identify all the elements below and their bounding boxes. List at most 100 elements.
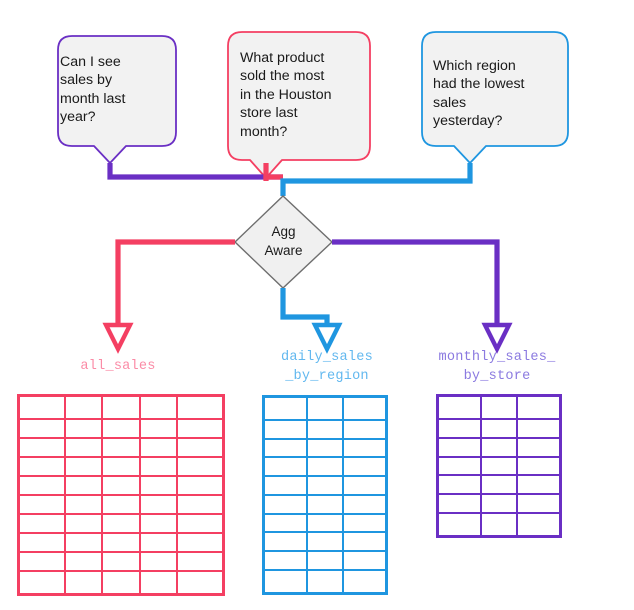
table-row [437, 494, 561, 514]
table-cell [65, 513, 104, 534]
table-row [18, 395, 224, 421]
table-row [263, 532, 387, 553]
table-row [263, 551, 387, 571]
table-cell [18, 494, 67, 515]
table-row [437, 395, 561, 420]
table-cell [516, 419, 561, 439]
table-row [18, 419, 224, 440]
table-cell [342, 438, 387, 459]
table-grid-all-sales [17, 394, 225, 596]
table-cell [102, 532, 141, 553]
table-cell [18, 476, 67, 496]
table-cell [437, 494, 483, 514]
table-cell [65, 457, 104, 477]
table-cell [437, 456, 483, 477]
table-cell [342, 419, 387, 440]
table-cell [139, 457, 178, 477]
table-label-all-sales: all_sales [80, 359, 156, 374]
arrowhead-daily-sales [311, 322, 343, 354]
table-cell [342, 494, 387, 515]
speech-bubble-monthly-shape [57, 35, 177, 164]
table-cell [263, 419, 309, 440]
table-cell [263, 569, 309, 594]
table-cell [481, 395, 518, 420]
table-cell [176, 570, 224, 595]
table-cell [176, 532, 224, 553]
table-cell [139, 476, 178, 496]
table-row [263, 419, 387, 440]
connector-question-monthly-to-router [107, 163, 283, 180]
table-cell [139, 438, 178, 459]
table-cell [65, 551, 104, 572]
table-cell [263, 551, 309, 571]
table-cell [307, 513, 344, 534]
table-row [263, 513, 387, 534]
table-cell [18, 438, 67, 459]
table-cell [176, 419, 224, 440]
table-row [18, 532, 224, 553]
table-cell [516, 494, 561, 514]
table-cell [18, 513, 67, 534]
table-cell [307, 438, 344, 459]
table-label-monthly-sales-by-store: monthly_sales_ by_store [438, 350, 556, 384]
table-cell [437, 437, 483, 458]
table-row [437, 419, 561, 439]
table-cell [65, 395, 104, 421]
table-cell [65, 570, 104, 595]
speech-bubble-product-shape [227, 31, 371, 179]
table-grid-monthly-sales-by-store [436, 394, 562, 538]
table-cell [139, 532, 178, 553]
table-cell [307, 494, 344, 515]
table-cell [516, 475, 561, 496]
table-cell [307, 476, 344, 496]
table-row [437, 456, 561, 477]
table-row [263, 494, 387, 515]
table-row [18, 551, 224, 572]
table-cell [18, 532, 67, 553]
table-row [263, 438, 387, 459]
table-cell [481, 512, 518, 537]
table-cell [102, 438, 141, 459]
table-cell [65, 419, 104, 440]
table-cell [481, 437, 518, 458]
table-label-daily-sales-by-region: daily_sales _by_region [281, 350, 373, 384]
table-row [18, 513, 224, 534]
table-cell [307, 457, 344, 478]
router-label: Agg Aware [264, 224, 303, 258]
table-cell [18, 570, 67, 595]
table-cell [437, 512, 483, 537]
table-cell [18, 551, 67, 572]
table-cell [263, 457, 309, 478]
table-row [437, 512, 561, 537]
table-cell [481, 475, 518, 496]
table-cell [176, 551, 224, 572]
table-row [18, 457, 224, 477]
table-cell [437, 395, 483, 420]
table-cell [481, 419, 518, 439]
table-row [18, 494, 224, 515]
table-cell [307, 396, 344, 421]
connector-router-to-monthly-sales [332, 239, 500, 326]
table-cell [437, 419, 483, 439]
table-cell [342, 396, 387, 421]
table-cell [516, 437, 561, 458]
table-cell [342, 532, 387, 553]
table-cell [263, 476, 309, 496]
table-cell [437, 475, 483, 496]
table-cell [516, 456, 561, 477]
table-cell [176, 476, 224, 496]
table-cell [342, 513, 387, 534]
table-row [18, 438, 224, 459]
table-cell [307, 419, 344, 440]
table-cell [307, 532, 344, 553]
table-cell [65, 476, 104, 496]
table-cell [481, 494, 518, 514]
table-cell [139, 494, 178, 515]
table-cell [65, 438, 104, 459]
table-row [437, 437, 561, 458]
table-cell [516, 512, 561, 537]
table-cell [102, 419, 141, 440]
table-cell [18, 419, 67, 440]
